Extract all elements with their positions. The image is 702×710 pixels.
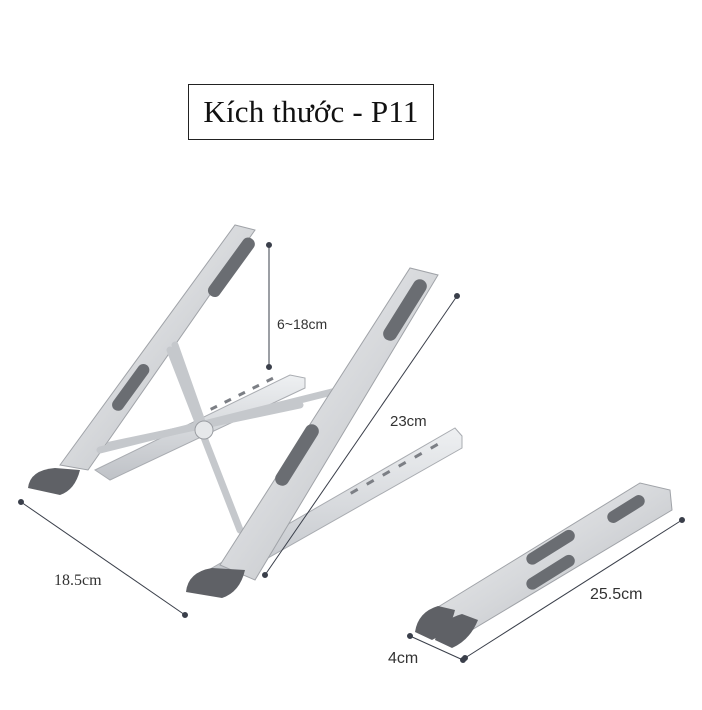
back-arm-pad-top (207, 237, 255, 298)
hinge-pivot (194, 420, 214, 440)
back-arm-pad-mid (112, 364, 150, 411)
front-arm-pad-mid (275, 424, 319, 486)
front-arm-pad-top (383, 279, 427, 341)
height-range-label: 6~18cm (277, 316, 328, 332)
folded-pad-3 (526, 554, 575, 590)
folded-stand (415, 482, 673, 648)
base-width-label: 18.5cm (54, 572, 102, 589)
width-dimension-line (20, 501, 186, 616)
folded-foot-right (435, 614, 478, 648)
dimension-lines (18, 242, 685, 663)
folded-thickness-label: 4cm (388, 650, 419, 667)
back-foot-pad (28, 468, 80, 495)
folded-length-label: 25.5cm (590, 586, 643, 603)
title-box: Kích thước - P11 (188, 84, 434, 140)
folded-thickness-dimension-line (409, 635, 464, 661)
front-foot-pad (186, 568, 245, 598)
folded-pad-2 (526, 529, 575, 565)
back-support-arm (59, 224, 256, 471)
support-length-label: 23cm (390, 413, 427, 430)
folded-length-dimension-line (464, 519, 683, 659)
front-rail-slots (350, 443, 439, 495)
folded-pad-1 (607, 495, 645, 523)
unfolded-stand (28, 224, 463, 598)
length-dimension-line (264, 295, 458, 576)
back-rail-slots (210, 376, 274, 411)
folded-foot-left (415, 606, 455, 640)
title-text: Kích thước - P11 (203, 94, 419, 129)
